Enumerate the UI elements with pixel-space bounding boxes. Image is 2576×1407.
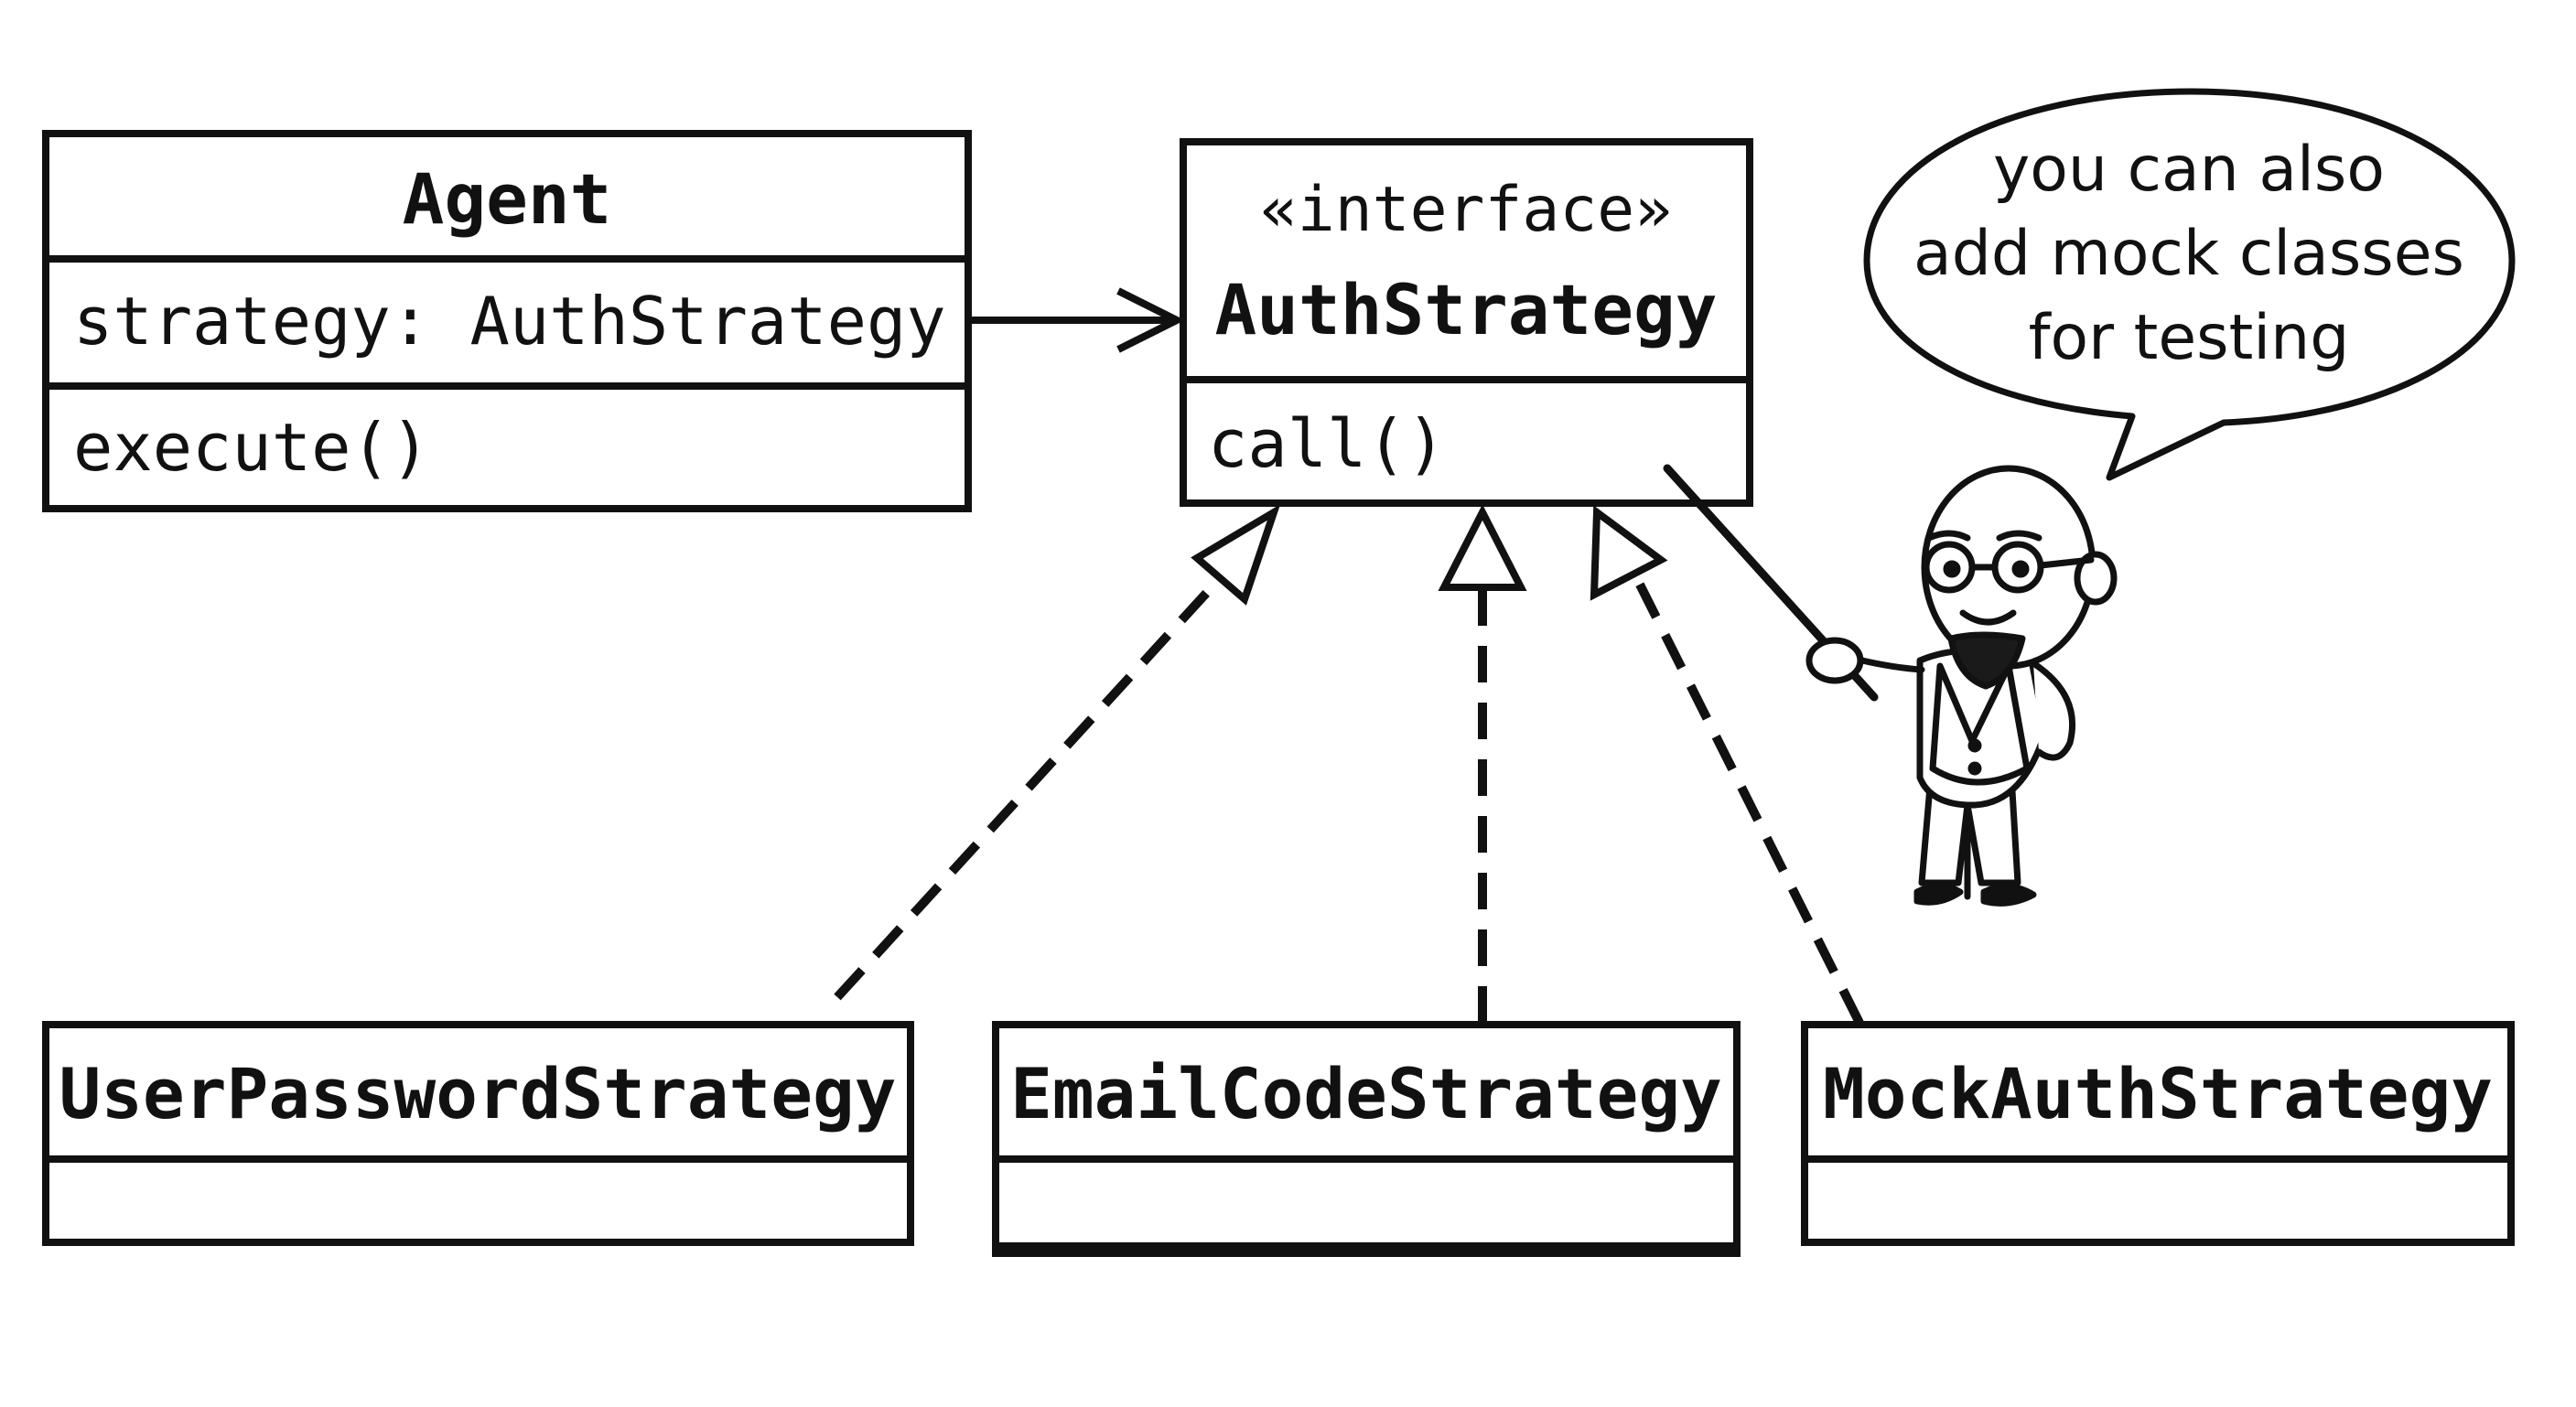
user-password-strategy-name: UserPasswordStrategy: [59, 1053, 896, 1134]
association-arrow: [968, 287, 1185, 353]
mock-auth-strategy-class[interactable]: MockAuthStrategy: [1801, 1021, 2515, 1246]
speech-bubble-line-2: add mock classes: [1913, 218, 2464, 290]
realization-head-user-password: [1191, 504, 1281, 606]
professor-left-shoe: [1913, 883, 1964, 906]
eye-right: [2011, 560, 2030, 578]
professor-vest: [1929, 662, 2031, 786]
professor-hand: [1805, 637, 1864, 684]
realization-line-mock-auth: [1633, 578, 1864, 1026]
auth-strategy-interface[interactable]: «interface» AuthStrategy call(): [1180, 138, 1753, 507]
interface-stereotype: «interface»: [1260, 174, 1672, 246]
professor-smile: [1959, 609, 2017, 626]
interface-box: [1180, 138, 1753, 507]
vest-button-2: [1967, 761, 1982, 776]
agent-class-method: execute(): [73, 409, 430, 486]
email-code-strategy-class[interactable]: EmailCodeStrategy: [992, 1021, 1741, 1257]
glasses-arm: [2037, 556, 2095, 569]
association-arrowhead: [1116, 287, 1185, 353]
interface-method: call(): [1208, 405, 1446, 482]
professor-right-arm: [2030, 660, 2076, 761]
agent-class-attribute: strategy: AuthStrategy: [73, 283, 946, 360]
realization-mock-auth: [1590, 505, 1864, 1026]
agent-class[interactable]: Agent strategy: AuthStrategy execute(): [42, 130, 972, 512]
speech-bubble: you can also add mock classes for testin…: [1863, 88, 2516, 481]
professor-pointing-arm: [1859, 657, 1925, 673]
professor-ear: [2074, 551, 2118, 606]
professor-character: [1663, 464, 2118, 907]
speech-bubble-shape: [1863, 88, 2516, 481]
mock-auth-strategy-name: MockAuthStrategy: [1823, 1053, 2493, 1134]
speech-bubble-line-1: you can also: [1993, 134, 2385, 206]
professor-beard: [1947, 631, 2026, 690]
email-code-strategy-name: EmailCodeStrategy: [1010, 1053, 1722, 1134]
realization-user-password: [834, 504, 1281, 1001]
eyebrows: [1925, 530, 2042, 542]
realization-line-user-password: [834, 573, 1225, 1001]
user-password-strategy-box: [42, 1021, 914, 1246]
realization-head-mock-auth: [1590, 505, 1668, 601]
realization-head-email-code: [1438, 504, 1527, 591]
email-code-strategy-box: [992, 1021, 1741, 1257]
professor-right-shoe: [1980, 883, 2037, 907]
user-password-strategy-class[interactable]: UserPasswordStrategy: [42, 1021, 914, 1246]
vest-button-1: [1967, 738, 1982, 753]
agent-class-box: [42, 130, 972, 512]
realization-email-code: [1438, 504, 1527, 1023]
eye-left: [1943, 560, 1961, 578]
mock-auth-strategy-box: [1801, 1021, 2515, 1246]
agent-class-name: Agent: [403, 158, 612, 240]
speech-bubble-line-3: for testing: [2029, 302, 2350, 374]
interface-name: AuthStrategy: [1214, 269, 1717, 350]
